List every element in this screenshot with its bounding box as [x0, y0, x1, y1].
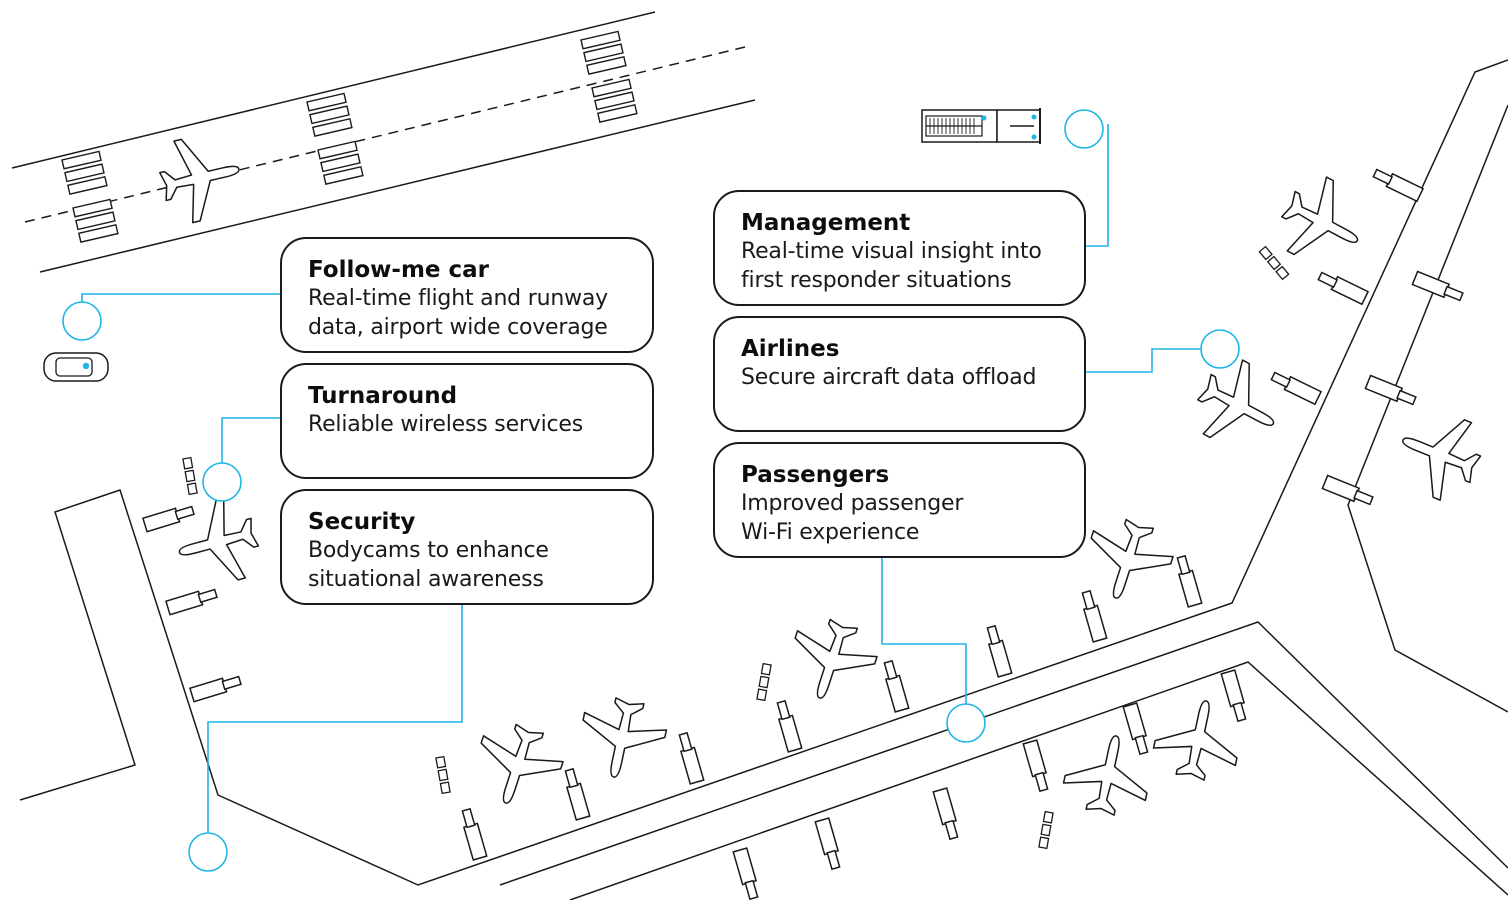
airplane-icon	[1386, 400, 1492, 509]
card-description-line: first responder situations	[741, 268, 1012, 293]
baggage-cart-icon	[1038, 810, 1054, 850]
runway-markings	[61, 30, 638, 243]
card-description-line: Real-time flight and runway	[308, 286, 608, 311]
airplane-icon	[1184, 349, 1294, 462]
connection-node-icon	[202, 462, 242, 502]
card-description-line: situational awareness	[308, 567, 544, 592]
card-description-line: Bodycams to enhance	[308, 538, 549, 563]
card-description-line: Improved passenger	[741, 491, 964, 516]
airplane-icon	[465, 715, 571, 817]
connection-nodes	[62, 109, 1240, 872]
runway	[11, 11, 756, 273]
card-passengers: Passengers Improved passenger Wi-Fi expe…	[713, 442, 1086, 558]
baggage-cart-icon	[182, 456, 198, 496]
runway-airplane-icon	[152, 127, 250, 229]
card-description-line: Reliable wireless services	[308, 412, 583, 437]
card-title: Management	[741, 210, 911, 236]
terminal-outlines	[19, 59, 1508, 900]
follow-me-car-icon	[43, 352, 109, 382]
connector-lines	[81, 124, 1201, 835]
airplane-icon	[167, 491, 267, 594]
card-turnaround: Turnaround Reliable wireless services	[280, 363, 654, 479]
card-airlines: Airlines Secure aircraft data offload	[713, 316, 1086, 432]
card-title: Airlines	[741, 336, 840, 362]
card-description-line: data, airport wide coverage	[308, 315, 608, 340]
baggage-cart-icon	[435, 755, 451, 795]
connection-node-icon	[188, 832, 228, 872]
connection-node-icon	[1200, 329, 1240, 369]
card-title: Turnaround	[308, 383, 458, 409]
fire-truck-icon	[921, 108, 1041, 144]
card-description-line: Real-time visual insight into	[741, 239, 1042, 264]
card-management: Management Real-time visual insight into…	[713, 190, 1086, 306]
card-follow-me-car: Follow-me car Real-time flight and runwa…	[280, 237, 654, 353]
card-description-line: Secure aircraft data offload	[741, 365, 1037, 390]
card-description-line: Wi-Fi experience	[741, 520, 920, 545]
baggage-cart-icon	[756, 662, 772, 702]
connection-node-icon	[946, 703, 986, 743]
card-title: Follow-me car	[308, 257, 490, 283]
card-title: Passengers	[741, 462, 890, 488]
airplane-icon	[1268, 166, 1378, 279]
connection-node-icon	[1064, 109, 1104, 149]
airplane-icon	[572, 691, 672, 787]
card-title: Security	[308, 509, 416, 535]
connection-node-icon	[62, 301, 102, 341]
airplane-icon	[779, 610, 885, 712]
baggage-cart-icon	[1258, 245, 1290, 281]
card-security: Security Bodycams to enhance situational…	[280, 489, 654, 605]
